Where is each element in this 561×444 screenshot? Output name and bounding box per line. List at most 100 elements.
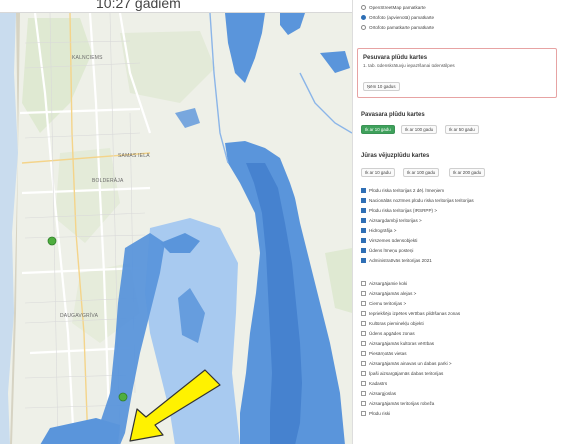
roads [19,13,152,444]
green-area [325,248,352,313]
layer-label: Aizsargājamās teritorijas robeža [369,401,435,406]
map-canvas[interactable] [0,13,352,444]
flood-zone [320,51,350,73]
layer-item[interactable]: Kultūras pieminekļu objekti [361,319,424,328]
flood-map[interactable]: KALNCIEMS SAMAS IELA BOLDERĀJA DAUGAVGRĪ… [0,12,352,444]
layer-item[interactable]: Īpaši aizsargājamās dabas teritorijas [361,369,443,378]
layer-item[interactable]: Aizsargjoslas [361,389,396,398]
layer-label: Nacionālās nozīmes plūdu riska teritorij… [369,198,474,203]
flood-zone [280,13,305,35]
caption-text: 10:27 gadiem [96,0,181,11]
flood-zone [175,108,200,128]
spring-floods-50-button[interactable]: Ik ar 50 gadu [445,125,479,134]
layer-checkbox[interactable] [361,371,366,376]
spring-floods-10-button[interactable]: Ik ar 10 gadu [361,125,395,134]
layer-item[interactable]: Aizsargājamās kultūras vērtības [361,339,434,348]
layer-item[interactable]: Plūdu riska teritorijas 2 dēļ. līmeņiem [361,186,444,195]
basemap-option-osm[interactable]: OpenStreetMap pamatkarte [361,3,426,12]
spring-floods-100-button[interactable]: Ik ar 100 gadu [401,125,438,134]
layer-label: Kultūras pieminekļu objekti [369,321,424,326]
layer-item[interactable]: Administratīvās teritorijas 2021 [361,256,432,265]
radio-button[interactable] [361,25,366,30]
basemap-label: Ortofoto pamatkarte pamatkarte [369,25,435,30]
spring-floods-title: Pavasara plūdu kartes [361,112,425,118]
map-label: BOLDERĀJA [92,178,124,184]
sea-floods-200-button[interactable]: Ik ar 200 gadu [449,168,486,177]
layer-label: Aizsargājamie koki [369,281,408,286]
layer-checkbox[interactable] [361,281,366,286]
layer-checkbox[interactable] [361,391,366,396]
layer-label: Aizsargājamās kultūras vērtības [369,341,435,346]
layer-checkbox[interactable] [361,228,366,233]
info-box: Pesuvara plūdu kartes 1. tab. ūdenskrātu… [357,48,557,98]
layer-checkbox[interactable] [361,411,366,416]
layer-label: Kadastrs [369,381,388,386]
layer-label: Ūdens apgādes zonas [369,331,415,336]
info-box-button[interactable]: Ņēm 10 gadus [363,82,400,91]
info-box-title: Pesuvara plūdu kartes [363,55,428,61]
layer-item[interactable]: Plūdu riski [361,409,390,418]
layer-label: Virszemes ūdensobjekti [369,238,418,243]
layer-item[interactable]: Aizsargājamie koki [361,279,407,288]
info-box-subtitle: 1. tab. ūdenskrātuvju iepazīšanai ūdenst… [363,63,455,68]
layer-checkbox[interactable] [361,321,366,326]
layer-label: Ūdens līmeņu posteņi [369,248,414,253]
sea-floods-title: Jūras vējuzplūdu kartes [361,153,430,159]
layer-checkbox[interactable] [361,341,366,346]
layer-item[interactable]: Ūdens apgādes zonas [361,329,415,338]
layer-checkbox[interactable] [361,258,366,263]
layer-checkbox[interactable] [361,351,366,356]
layer-item[interactable]: Nacionālās nozīmes plūdu riska teritorij… [361,196,474,205]
layer-item[interactable]: Kadastrs [361,379,387,388]
layer-item[interactable]: Aizsargājamās alejas > [361,289,416,298]
layer-checkbox[interactable] [361,208,366,213]
layer-item[interactable]: Piesārņotās vietas [361,349,407,358]
layer-label: Administratīvās teritorijas 2021 [369,258,432,263]
flood-zone [160,233,200,253]
layer-checkbox[interactable] [361,218,366,223]
layer-panel: OpenStreetMap pamatkarte Ortofoto (apvie… [352,0,561,444]
top-caption: 10:27 gadiem [0,0,352,12]
basemap-option-ortofoto[interactable]: Ortofoto pamatkarte pamatkarte [361,23,434,32]
layer-label: Hidrogrāfija > [369,228,397,233]
layer-label: Aizsargājamās alejas > [369,291,417,296]
layer-checkbox[interactable] [361,291,366,296]
layer-label: Aizsargjoslas [369,391,397,396]
layer-label: Plūdu riska teritorijas 2 dēļ. līmeņiem [369,188,445,193]
radio-button[interactable] [361,5,366,10]
sea-floods-100-button[interactable]: Ik ar 100 gadu [403,168,440,177]
land-area [292,143,352,444]
layer-item[interactable]: Hidrogrāfija > [361,226,396,235]
layer-label: Plūdu riski [369,411,391,416]
layer-checkbox[interactable] [361,381,366,386]
layer-checkbox[interactable] [361,311,366,316]
layer-label: Piesārņotās vietas [369,351,407,356]
layer-item[interactable]: Aizsargājamās teritorijas robeža [361,399,434,408]
layer-item[interactable]: Iepriekšējo izpētes vērtības pildīšanas … [361,309,460,318]
layer-checkbox[interactable] [361,301,366,306]
green-area [120,31,215,103]
layer-checkbox[interactable] [361,188,366,193]
radio-button[interactable] [361,15,366,20]
layer-label: Aizsargdambji teritorijas > [369,218,422,223]
layer-item[interactable]: Ūdens līmeņu posteņi [361,246,413,255]
layer-checkbox[interactable] [361,198,366,203]
layer-item[interactable]: Aizsargājamās ainavas un dabas parki > [361,359,452,368]
layer-checkbox[interactable] [361,331,366,336]
layer-checkbox[interactable] [361,401,366,406]
layer-item[interactable]: Aizsargdambji teritorijas > [361,216,422,225]
sea-floods-10-button[interactable]: Ik ar 10 gadu [361,168,395,177]
water-level-post-icon [118,392,128,402]
shoreline [10,13,20,444]
layer-item[interactable]: Virszemes ūdensobjekti [361,236,417,245]
layer-item[interactable]: Ciemu teritorijas > [361,299,406,308]
green-area [55,148,120,243]
layer-item[interactable]: Plūdu riska teritorijas (IRSRPP) > [361,206,437,215]
layer-label: Plūdu riska teritorijas (IRSRPP) > [369,208,438,213]
basemap-option-ortofoto-joined[interactable]: Ortofoto (apvienotā) pamatkarte [361,13,434,22]
layer-checkbox[interactable] [361,238,366,243]
layer-checkbox[interactable] [361,361,366,366]
flood-zone [40,418,120,444]
layer-checkbox[interactable] [361,248,366,253]
